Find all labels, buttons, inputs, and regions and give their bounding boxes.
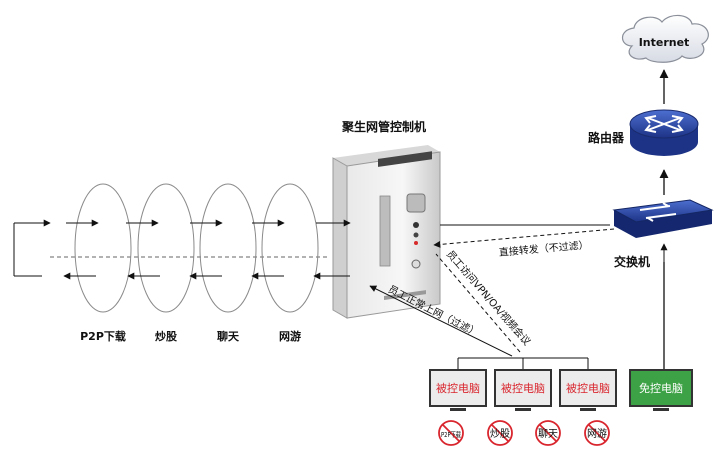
router-icon — [629, 109, 699, 156]
switch-icon — [612, 199, 714, 238]
filter-ellipse-p2p — [74, 183, 132, 313]
controlled-pc-label: 被控电脑 — [566, 381, 610, 395]
direct-forward-label: 直接转发（不过滤） — [498, 238, 589, 259]
blocked-stock-label: 炒股 — [490, 428, 510, 440]
controlled-pc-label: 被控电脑 — [436, 381, 480, 395]
filter-ellipse-stock — [137, 183, 195, 313]
controlled-pc-3[interactable]: 被控电脑 — [559, 369, 617, 411]
filter-label-chat: 聊天 — [217, 329, 240, 343]
filter-ellipse-game — [261, 183, 319, 313]
normal-access-line — [369, 285, 513, 357]
internet-cloud: Internet — [621, 14, 709, 63]
pc-bus — [457, 243, 668, 370]
internet-label: Internet — [639, 36, 690, 49]
free-pc[interactable]: 免控电脑 — [629, 369, 693, 411]
controlled-pc-label: 被控电脑 — [501, 381, 545, 395]
traffic-loop — [13, 219, 330, 277]
free-pc-label: 免控电脑 — [639, 381, 683, 395]
server-tower-icon — [332, 145, 441, 319]
server-title: 聚生网管控制机 — [341, 119, 426, 134]
router-label: 路由器 — [588, 130, 625, 145]
blocked-chat-icon: 聊天 — [535, 420, 561, 446]
filter-label-p2p: P2P下载 — [80, 329, 126, 343]
controlled-pc-2[interactable]: 被控电脑 — [494, 369, 552, 411]
blocked-game-label: 网游 — [587, 427, 607, 440]
blocked-p2p-label: P2P下载 — [441, 430, 461, 439]
switch-label: 交换机 — [614, 254, 650, 269]
vpn-label: 员工访问VPN/OA/视频会议 — [444, 248, 534, 348]
filter-label-stock: 炒股 — [155, 330, 178, 343]
controlled-pc-1[interactable]: 被控电脑 — [429, 369, 487, 411]
blocked-p2p-icon: P2P下载 — [438, 420, 464, 446]
filter-label-game: 网游 — [279, 329, 301, 343]
blocked-chat-label: 聊天 — [538, 427, 558, 440]
blocked-game-icon: 网游 — [584, 420, 610, 446]
filter-ellipses — [74, 183, 319, 313]
direct-forward-line — [433, 228, 615, 248]
blocked-stock-icon: 炒股 — [487, 420, 513, 446]
vpn-line — [435, 253, 521, 353]
filter-ellipse-chat — [199, 183, 257, 313]
